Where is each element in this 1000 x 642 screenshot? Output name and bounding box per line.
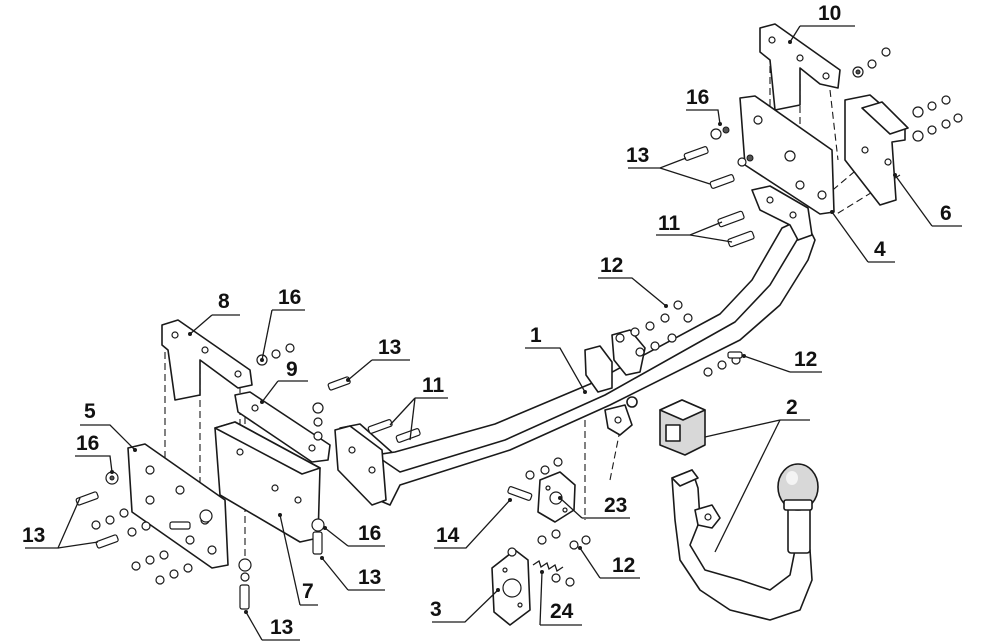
- part-9-left-top-plate: [234, 391, 331, 463]
- leader-lines: [25, 25, 962, 641]
- callout-16: 16: [358, 522, 381, 545]
- callout-10: 10: [818, 2, 841, 25]
- part-8-left-upper-bracket: [161, 319, 253, 401]
- callout-13: 13: [270, 616, 293, 639]
- callout-1: 1: [530, 324, 542, 347]
- callout-16: 16: [686, 86, 709, 109]
- callout-8: 8: [218, 290, 230, 313]
- fasteners-socket: [507, 457, 591, 587]
- fasteners-right-top: [683, 47, 963, 189]
- fasteners-left: [75, 343, 421, 610]
- callout-23: 23: [604, 494, 627, 517]
- part-6-right-corner-bracket: [844, 94, 909, 206]
- callout-13: 13: [378, 336, 401, 359]
- callout-9: 9: [286, 358, 298, 381]
- part-1-main-crossbar: [334, 185, 816, 506]
- part-7-left-lower-bracket: [214, 421, 321, 543]
- callout-14: 14: [436, 524, 460, 547]
- callout-12: 12: [600, 254, 623, 277]
- callout-11: 11: [658, 212, 681, 235]
- part-5-left-side-plate: [127, 443, 229, 569]
- callout-11: 11: [422, 374, 445, 397]
- callout-12: 12: [794, 348, 817, 371]
- callout-13: 13: [358, 566, 381, 589]
- callout-24: 24: [550, 600, 574, 623]
- part-23-socket-plate: [537, 471, 576, 523]
- callout-7: 7: [302, 580, 314, 603]
- part-2-tow-ball: [659, 399, 819, 621]
- callout-5: 5: [84, 400, 96, 423]
- part-10-upper-right-bracket: [759, 23, 841, 111]
- fasteners-bar-right: [615, 210, 755, 377]
- callout-16: 16: [76, 432, 99, 455]
- callout-13: 13: [626, 144, 649, 167]
- part-3-socket-bracket: [491, 549, 531, 626]
- callout-12: 12: [612, 554, 635, 577]
- callout-13: 13: [22, 524, 45, 547]
- callout-4: 4: [874, 238, 886, 261]
- callout-2: 2: [786, 396, 798, 419]
- part-24-spring: [532, 559, 564, 573]
- callout-6: 6: [940, 202, 952, 225]
- callout-16: 16: [278, 286, 301, 309]
- callout-3: 3: [430, 598, 442, 621]
- callout-labels: 10 16 13 6 11 4 12 8 16 1 13 12 9 11 2 5…: [22, 2, 952, 639]
